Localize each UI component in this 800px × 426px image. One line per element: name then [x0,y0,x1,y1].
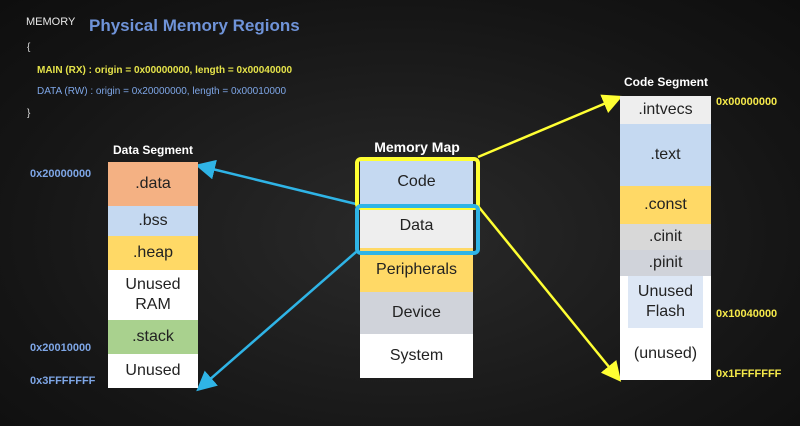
arrow-data-to-data-top [195,159,357,206]
address-label: 0x00000000 [716,96,778,108]
data-region-line: DATA (RW) : origin = 0x20000000, length … [37,86,287,97]
unused-code-block: (unused) [620,328,711,380]
device-block: Device [360,292,473,334]
address-label: 0x20000000 [30,168,92,180]
address-label: 0x3FFFFFFF [30,375,96,387]
arrow-code-to-code-bottom [477,205,622,382]
data-block: .data [108,162,198,206]
page-title: Physical Memory Regions [89,16,300,35]
main-region-line: MAIN (RX) : origin = 0x00000000, length … [37,65,293,76]
text-block: .text [620,124,711,186]
data-segment-stack: .data .bss .heap Unused RAM .stack Unuse… [108,162,198,388]
code-region-block: Code [360,160,473,204]
cinit-block: .cinit [620,224,711,250]
code-highlight-frame [355,157,480,210]
memory-keyword: MEMORY [26,16,76,28]
const-block: .const [620,186,711,224]
data-region-block: Data [360,204,473,248]
data-segment-title: Data Segment [112,143,194,157]
memory-map-stack: Code Data Peripherals Device System [360,160,473,378]
unused-flash-block: Unused Flash [628,276,703,328]
bss-block: .bss [108,206,198,236]
system-block: System [360,334,473,378]
heap-block: .heap [108,236,198,270]
code-segment-title: Code Segment [623,75,708,89]
data-highlight-frame [355,204,480,255]
address-label: 0x1FFFFFFF [716,368,782,380]
arrow-data-to-data-bottom [196,251,357,392]
unused-block: Unused [108,354,198,388]
peripherals-block: Peripherals [360,248,473,292]
stack-block: .stack [108,320,198,354]
memory-map-title: Memory Map [374,139,460,155]
code-segment-stack: .intvecs .text .const .cinit .pinit Unus… [620,96,711,380]
intvecs-block: .intvecs [620,96,711,124]
brace-close: } [27,108,31,119]
brace-open: { [27,42,31,53]
unused-ram-block: Unused RAM [116,270,190,320]
address-label: 0x10040000 [716,308,778,320]
arrow-code-to-code-top [477,94,623,159]
address-label: 0x20010000 [30,342,92,354]
pinit-block: .pinit [620,250,711,276]
